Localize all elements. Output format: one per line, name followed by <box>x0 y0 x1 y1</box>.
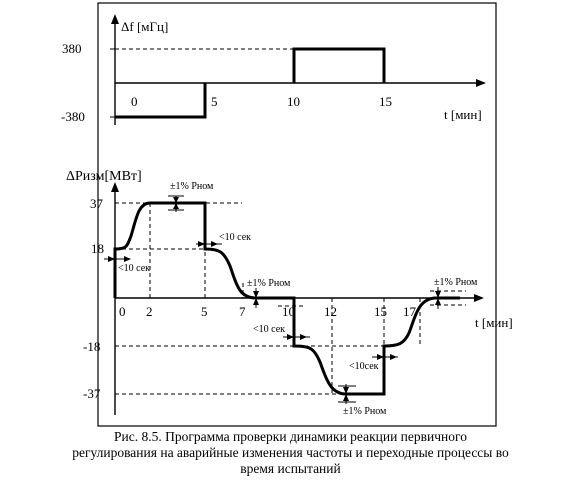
bottom-y-axis-label: ΔPизм[МВт] <box>66 169 142 184</box>
figure-caption: Рис. 8.5. Программа проверки динамики ре… <box>0 429 581 477</box>
top-x-axis-label: t [мин] <box>444 107 482 122</box>
time-label-2: <10 сек <box>219 232 251 243</box>
frequency-chart: Δf [мГц] t [мин] 380 -380 0 5 10 15 <box>61 14 486 125</box>
top-x-tick-5: 5 <box>211 94 218 109</box>
caption-line-3: время испытаний <box>240 461 341 476</box>
top-x-tick-0: 0 <box>131 94 138 109</box>
bottom-y-tick-18: 18 <box>91 241 104 256</box>
time-arrow-3 <box>283 334 310 340</box>
bottom-x-tick-17: 17 <box>403 304 417 319</box>
top-x-tick-15: 15 <box>379 94 392 109</box>
tolerance-label-2: ±1% Pном <box>247 278 291 289</box>
time-arrow-2 <box>196 241 222 247</box>
bottom-x-axis-label: t [мин] <box>475 315 513 330</box>
bottom-x-axis-arrow <box>474 294 484 302</box>
time-label-1: <10 сек <box>118 263 150 274</box>
top-x-tick-10: 10 <box>287 94 300 109</box>
bottom-x-tick-12: 12 <box>324 304 337 319</box>
tolerance-marker-minus37 <box>338 384 356 404</box>
frequency-step-positive <box>292 47 386 83</box>
bottom-y-tick-37: 37 <box>90 196 104 211</box>
top-x-axis-arrow <box>476 79 486 87</box>
bottom-x-tick-15: 15 <box>374 304 387 319</box>
caption-line-2: регулирования на аварийные изменения час… <box>72 445 509 460</box>
time-arrow-4 <box>372 354 398 360</box>
bottom-y-tick-minus37: -37 <box>83 386 101 401</box>
tolerance-label-3: ±1% Pном <box>343 406 387 417</box>
bottom-x-tick-5: 5 <box>201 304 208 319</box>
top-y-tick-minus380: -380 <box>61 109 85 124</box>
diagram-frame <box>97 2 497 427</box>
frequency-step-negative <box>115 83 207 119</box>
power-response-curve <box>113 201 460 396</box>
bottom-x-tick-0: 0 <box>119 304 126 319</box>
diagram-svg: Δf [мГц] t [мин] 380 -380 0 5 10 15 ΔPиз… <box>61 2 513 427</box>
time-label-4: <10сек <box>349 361 379 372</box>
bottom-x-tick-2: 2 <box>146 304 153 319</box>
time-arrow-1 <box>104 256 131 262</box>
time-label-3: <10 сек <box>253 324 285 335</box>
bottom-y-axis-arrow <box>111 182 119 192</box>
tolerance-marker-37 <box>168 195 184 212</box>
top-y-axis-label: Δf [мГц] <box>121 19 168 34</box>
tolerance-label-1: ±1% Pном <box>170 181 214 192</box>
bottom-x-tick-7: 7 <box>239 304 246 319</box>
caption-line-1: Рис. 8.5. Программа проверки динамики ре… <box>114 429 467 444</box>
tolerance-marker-zero-2 <box>435 287 441 309</box>
bottom-x-tick-10: 10 <box>282 304 295 319</box>
power-chart: ΔPизм[МВт] t [мин] 37 18 -18 -37 <box>66 169 513 417</box>
tolerance-label-4: ±1% Pном <box>434 277 478 288</box>
bottom-y-tick-minus18: -18 <box>83 339 100 354</box>
top-y-tick-380: 380 <box>62 41 82 56</box>
top-y-axis-arrow <box>111 14 119 24</box>
tolerance-marker-zero-1 <box>253 288 259 308</box>
